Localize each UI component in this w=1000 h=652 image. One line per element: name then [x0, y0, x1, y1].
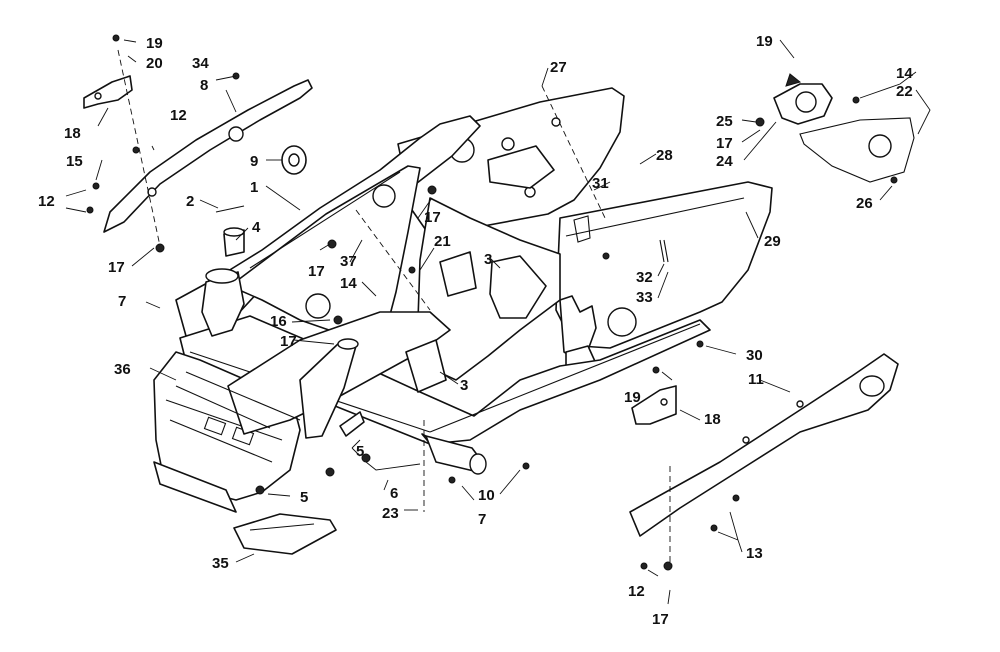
assembly-lines: [117, 49, 671, 566]
callout-12: 12: [38, 193, 55, 210]
callout-37: 37: [340, 253, 357, 270]
bumper-9: [281, 145, 307, 175]
callout-17: 17: [308, 263, 325, 280]
skid-plate: [233, 513, 337, 555]
footwell-brace: [175, 371, 301, 429]
callout-20: 20: [146, 55, 163, 72]
callout-9: 9: [250, 153, 258, 170]
callout-35: 35: [212, 555, 229, 572]
callout-22: 22: [896, 83, 913, 100]
bracket-28: [487, 145, 555, 189]
callout-17: 17: [108, 259, 125, 276]
callout-32: 32: [636, 269, 653, 286]
bracket-lower-right: [631, 385, 677, 425]
callout-33: 33: [636, 289, 653, 306]
callout-30: 30: [746, 347, 763, 364]
bracket-upper-left: [83, 75, 133, 109]
callout-18: 18: [704, 411, 721, 428]
callout-10: 10: [478, 487, 495, 504]
callout-18: 18: [64, 125, 81, 142]
callout-5: 5: [356, 443, 364, 460]
callout-7: 7: [118, 293, 126, 310]
callout-14: 14: [896, 65, 913, 82]
callout-15: 15: [66, 153, 83, 170]
callout-13: 13: [746, 545, 763, 562]
callout-19: 19: [146, 35, 163, 52]
callout-6: 6: [390, 485, 398, 502]
callout-17: 17: [652, 611, 669, 628]
callout-5: 5: [300, 489, 308, 506]
callout-21: 21: [434, 233, 451, 250]
rear-rail: [629, 353, 899, 537]
callout-19: 19: [624, 389, 641, 406]
callout-4: 4: [252, 219, 261, 236]
callout-17: 17: [280, 333, 297, 350]
callouts: 19 20 34 8 12 18 15 12 9 1 2 4 17 7 36 1…: [38, 33, 913, 628]
callout-26: 26: [856, 195, 873, 212]
callout-17: 17: [424, 209, 441, 226]
callout-36: 36: [114, 361, 131, 378]
callout-16: 16: [270, 313, 287, 330]
callout-24: 24: [716, 153, 733, 170]
callout-3: 3: [484, 251, 492, 268]
cross-tube: [421, 433, 487, 475]
callout-8: 8: [200, 77, 208, 94]
callout-17: 17: [716, 135, 733, 152]
callout-28: 28: [656, 147, 673, 164]
bearing-flange: [773, 73, 915, 183]
callout-7: 7: [478, 511, 486, 528]
callout-23: 23: [382, 505, 399, 522]
callout-27: 27: [550, 59, 567, 76]
upper-rail: [103, 79, 313, 233]
hardware: [86, 34, 898, 571]
callout-14: 14: [340, 275, 357, 292]
callout-25: 25: [716, 113, 733, 130]
callout-11: 11: [748, 371, 764, 388]
callout-29: 29: [764, 233, 781, 250]
callout-31: 31: [592, 175, 609, 192]
callout-19: 19: [756, 33, 773, 50]
callout-34: 34: [192, 55, 209, 72]
callout-12: 12: [628, 583, 645, 600]
callout-2: 2: [186, 193, 194, 210]
callout-1: 1: [250, 179, 258, 196]
front-crossmember: [227, 311, 451, 439]
leader-lines: [65, 39, 931, 605]
callout-3: 3: [460, 377, 468, 394]
callout-12: 12: [170, 107, 187, 124]
